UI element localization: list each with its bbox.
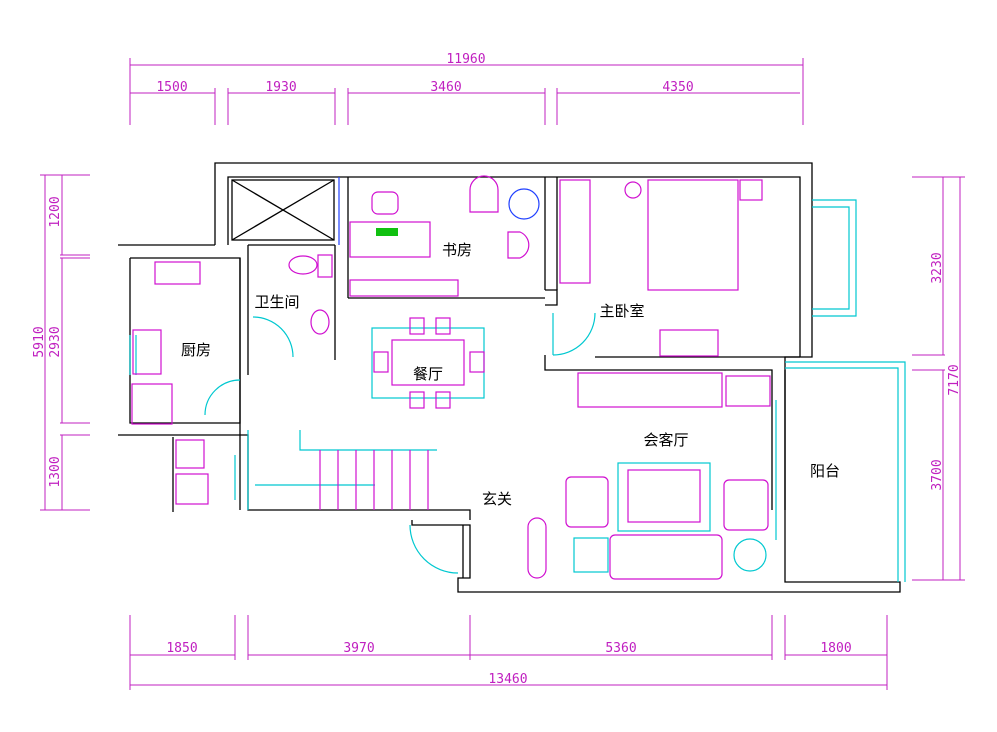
dim-top-3: 3460 xyxy=(430,80,461,95)
top-dimensions: 11960 1500 1930 3460 4350 xyxy=(129,52,804,125)
dim-bottom-4: 1800 xyxy=(820,641,851,656)
furniture xyxy=(131,175,777,580)
dim-right-total: 7170 xyxy=(947,364,962,395)
dim-top-1: 1500 xyxy=(156,80,187,95)
room-label-foyer: 玄关 xyxy=(482,490,512,508)
room-label-master-bedroom: 主卧室 xyxy=(599,302,644,320)
staircase xyxy=(247,430,437,510)
dim-top-4: 4350 xyxy=(662,80,693,95)
dim-left-2: 2930 xyxy=(48,326,63,357)
left-dimensions: 5910 1200 2930 1300 xyxy=(32,174,90,511)
dim-bottom-1: 1850 xyxy=(166,641,197,656)
dim-bottom-3: 5360 xyxy=(605,641,636,656)
dim-left-1: 1200 xyxy=(48,196,63,227)
room-labels: 书房 主卧室 卫生间 厨房 餐厅 会客厅 阳台 玄关 xyxy=(181,241,840,508)
dim-left-3: 1300 xyxy=(48,456,63,487)
room-label-dining: 餐厅 xyxy=(413,365,443,383)
dim-top-total: 11960 xyxy=(446,52,485,67)
windows xyxy=(129,199,906,582)
dim-right-1: 3230 xyxy=(930,252,945,283)
dim-top-2: 1930 xyxy=(265,80,296,95)
dim-left-total: 5910 xyxy=(32,326,47,357)
bottom-dimensions: 1850 3970 5360 1800 13460 xyxy=(129,615,888,690)
dim-right-2: 3700 xyxy=(930,459,945,490)
walls xyxy=(118,162,901,593)
room-label-study: 书房 xyxy=(442,241,472,259)
right-dimensions: 3230 3700 7170 xyxy=(912,176,965,581)
dim-bottom-total: 13460 xyxy=(488,672,527,687)
room-label-bathroom: 卫生间 xyxy=(254,293,299,311)
dim-bottom-2: 3970 xyxy=(343,641,374,656)
room-label-living: 会客厅 xyxy=(643,431,688,449)
room-label-kitchen: 厨房 xyxy=(181,341,211,359)
room-label-balcony: 阳台 xyxy=(810,462,840,480)
